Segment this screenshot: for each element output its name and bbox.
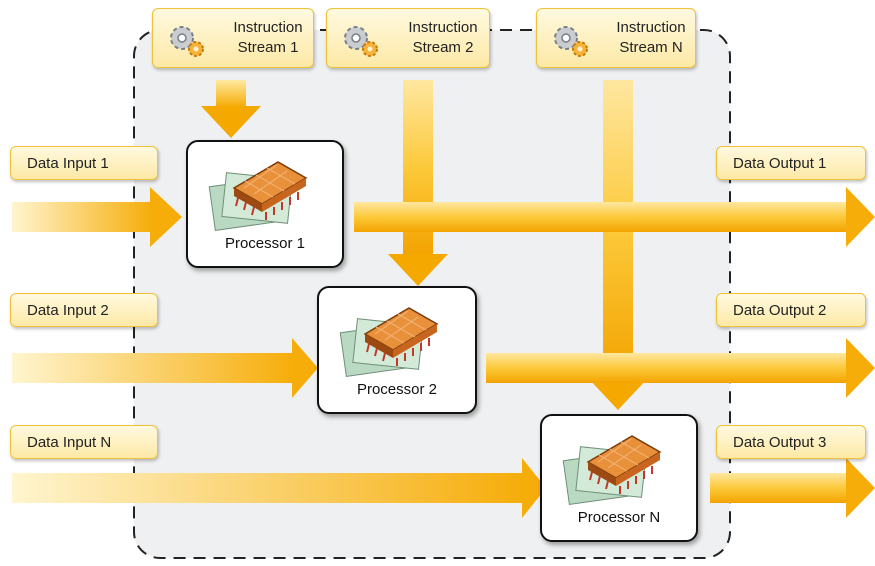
data-output-2-text: Data Output 2	[733, 301, 827, 319]
data-output-3-label: Data Output 3	[716, 425, 866, 459]
gear-icon	[170, 26, 204, 57]
processor-1-label: Processor 1	[224, 235, 306, 252]
instruction-arrow-1	[201, 80, 261, 138]
gear-icon	[554, 26, 588, 57]
data-input-2-label: Data Input 2	[10, 293, 158, 327]
processor-2: Processor 2	[317, 286, 477, 414]
data-output-3-text: Data Output 3	[733, 433, 827, 451]
instruction-stream-n-line1: Instruction	[616, 19, 686, 36]
instruction-stream-1-line1: Instruction	[233, 19, 303, 36]
cpu-chip-icon	[339, 307, 439, 377]
data-output-arrow-1	[354, 187, 875, 247]
instruction-stream-n-line2: Stream N	[619, 39, 683, 56]
data-input-n-label: Data Input N	[10, 425, 158, 459]
processor-2-label: Processor 2	[356, 381, 438, 398]
gear-icon	[344, 26, 378, 57]
data-output-arrow-2	[486, 338, 875, 398]
data-input-1-label: Data Input 1	[10, 146, 158, 180]
data-input-arrow-2	[12, 338, 318, 398]
instruction-stream-1-line2: Stream 1	[237, 39, 299, 56]
processor-n: Processor N	[540, 414, 698, 542]
data-input-2-text: Data Input 2	[27, 301, 109, 319]
data-input-n-text: Data Input N	[27, 433, 112, 451]
cpu-chip-icon	[562, 435, 662, 505]
data-output-2-label: Data Output 2	[716, 293, 866, 327]
data-input-1-text: Data Input 1	[27, 154, 109, 172]
data-input-arrow-1	[12, 187, 182, 247]
data-input-arrow-n	[12, 458, 546, 518]
data-output-1-label: Data Output 1	[716, 146, 866, 180]
processor-n-label: Processor N	[577, 509, 661, 526]
data-output-1-text: Data Output 1	[733, 154, 827, 172]
instruction-stream-2-line2: Stream 2	[412, 39, 474, 56]
instruction-stream-2-line1: Instruction	[408, 19, 478, 36]
cpu-chip-icon	[208, 161, 308, 231]
processor-1: Processor 1	[186, 140, 344, 268]
data-output-arrow-3	[710, 458, 875, 518]
